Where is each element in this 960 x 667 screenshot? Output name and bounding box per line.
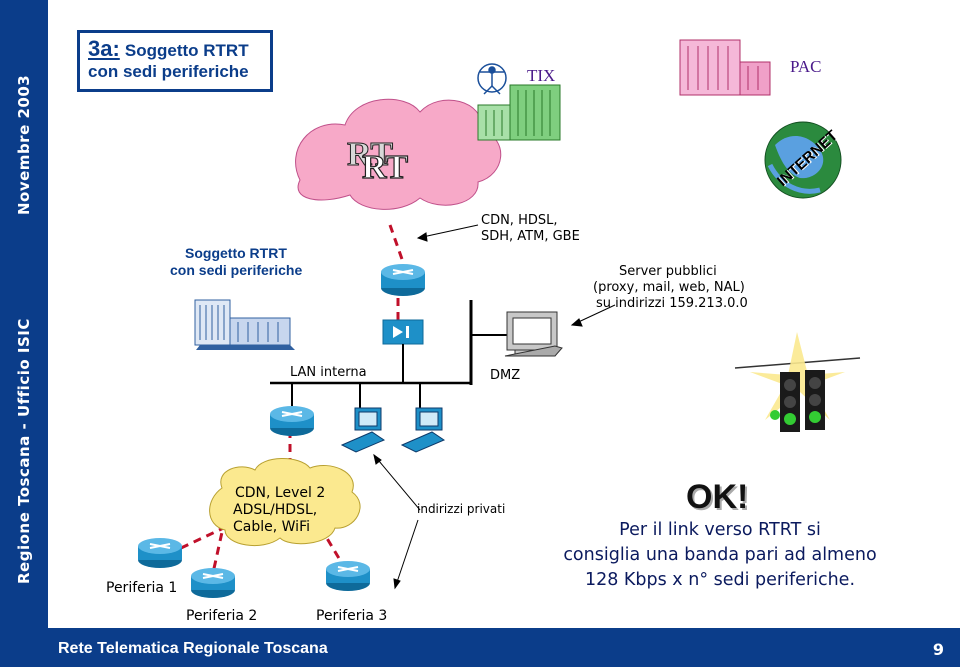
internet-globe-icon	[764, 121, 842, 199]
lan-label: LAN interna	[290, 365, 367, 380]
footer: Rete Telematica Regionale Toscana 9	[0, 628, 960, 667]
rtrt-logo: RT RT	[347, 136, 409, 187]
private-addresses-label: indirizzi privati	[417, 502, 506, 516]
footer-title: Rete Telematica Regionale Toscana	[58, 640, 328, 657]
periferia-2-label: Periferia 2	[186, 608, 258, 624]
annotation-arrows	[373, 224, 616, 590]
dmz-label: DMZ	[490, 368, 521, 383]
provider-cloud	[209, 458, 361, 546]
hq-building	[194, 299, 295, 350]
provider-cloud-line2: ADSL/HDSL,	[233, 502, 318, 518]
tix-building	[477, 84, 561, 141]
server-pc	[504, 311, 563, 357]
svg-text:RT: RT	[347, 136, 393, 173]
tix-label: TIX	[527, 66, 556, 85]
slide-title-box: 3a: Soggetto RTRT con sedi periferiche	[77, 30, 273, 92]
tix-logo-icon	[477, 63, 507, 95]
ok-heading: OK!	[686, 478, 749, 516]
provider-cloud-line3: Cable, WiFi	[233, 519, 310, 535]
traffic-light-icon	[734, 332, 861, 432]
provider-cloud-line1: CDN, Level 2	[235, 485, 326, 501]
recommendation-line1: Per il link verso RTRT si	[619, 520, 821, 540]
pc-2	[400, 407, 446, 453]
uplink-rtrt	[388, 224, 405, 263]
slide-number: 3a:	[88, 36, 120, 61]
cdn-link-label-1: CDN, HDSL,	[481, 213, 558, 228]
rtrt-head-line1: Soggetto RTRT	[185, 245, 287, 261]
slide-title-line1: Soggetto RTRT	[124, 41, 249, 60]
router-lan	[270, 406, 314, 436]
pac-building	[679, 39, 771, 96]
router-periferia-2	[191, 568, 235, 598]
page-number: 9	[932, 640, 944, 659]
svg-text:RT: RT	[362, 149, 408, 186]
pac-label: PAC	[790, 57, 822, 76]
server-label-2: (proxy, mail, web, NAL)	[593, 280, 745, 295]
rtrt-head-line2: con sedi periferiche	[170, 262, 303, 278]
server-label-3: su indirizzi 159.213.0.0	[596, 296, 748, 311]
firewall-box	[382, 319, 424, 345]
router-periferia-1	[138, 538, 182, 568]
recommendation-line2: consiglia una banda pari ad almeno	[563, 545, 877, 565]
rtrt-cloud	[295, 98, 502, 210]
slide-title-line2: con sedi periferiche	[88, 62, 249, 81]
sidebar: Novembre 2003 Regione Toscana - Ufficio …	[0, 0, 48, 628]
cdn-link-label-2: SDH, ATM, GBE	[481, 229, 580, 244]
recommendation-line3: 128 Kbps x n° sedi periferiche.	[584, 570, 856, 590]
router-periferia-3	[326, 561, 370, 591]
pc-1	[340, 407, 386, 453]
router-top	[381, 264, 425, 296]
recommendation-text: Per il link verso RTRT si consiglia una …	[552, 518, 888, 593]
periferia-3-label: Periferia 3	[316, 608, 388, 624]
periferia-1-label: Periferia 1	[106, 580, 178, 596]
server-label-1: Server pubblici	[619, 264, 717, 279]
